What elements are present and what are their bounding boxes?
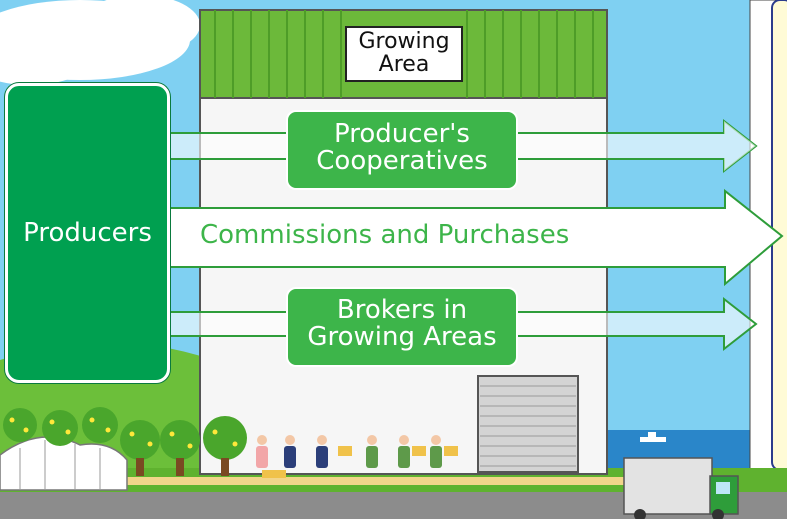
sand-path: [120, 477, 630, 485]
cooperatives-label: Producer's Cooperatives: [316, 119, 488, 177]
producers-box: [5, 83, 170, 383]
arrow-commissions: [169, 188, 784, 287]
ship: [640, 432, 666, 442]
brokers-label: Brokers in Growing Areas: [307, 295, 497, 353]
roof-stripes: [214, 10, 594, 98]
producers-label: Producers: [23, 218, 152, 248]
commissions-label: Commissions and Purchases: [200, 220, 570, 250]
growing-area-label: Growing Area: [358, 29, 450, 78]
cooperatives-box: [286, 110, 518, 190]
cloud: [0, 0, 200, 85]
delivery-truck: [623, 457, 739, 519]
growing-area-sign: [345, 26, 463, 82]
greenhouse: [0, 436, 128, 491]
workers: [256, 435, 458, 478]
brokers-box: [286, 287, 518, 367]
orchard-trees: [3, 407, 247, 476]
shutter-door: [477, 375, 579, 473]
